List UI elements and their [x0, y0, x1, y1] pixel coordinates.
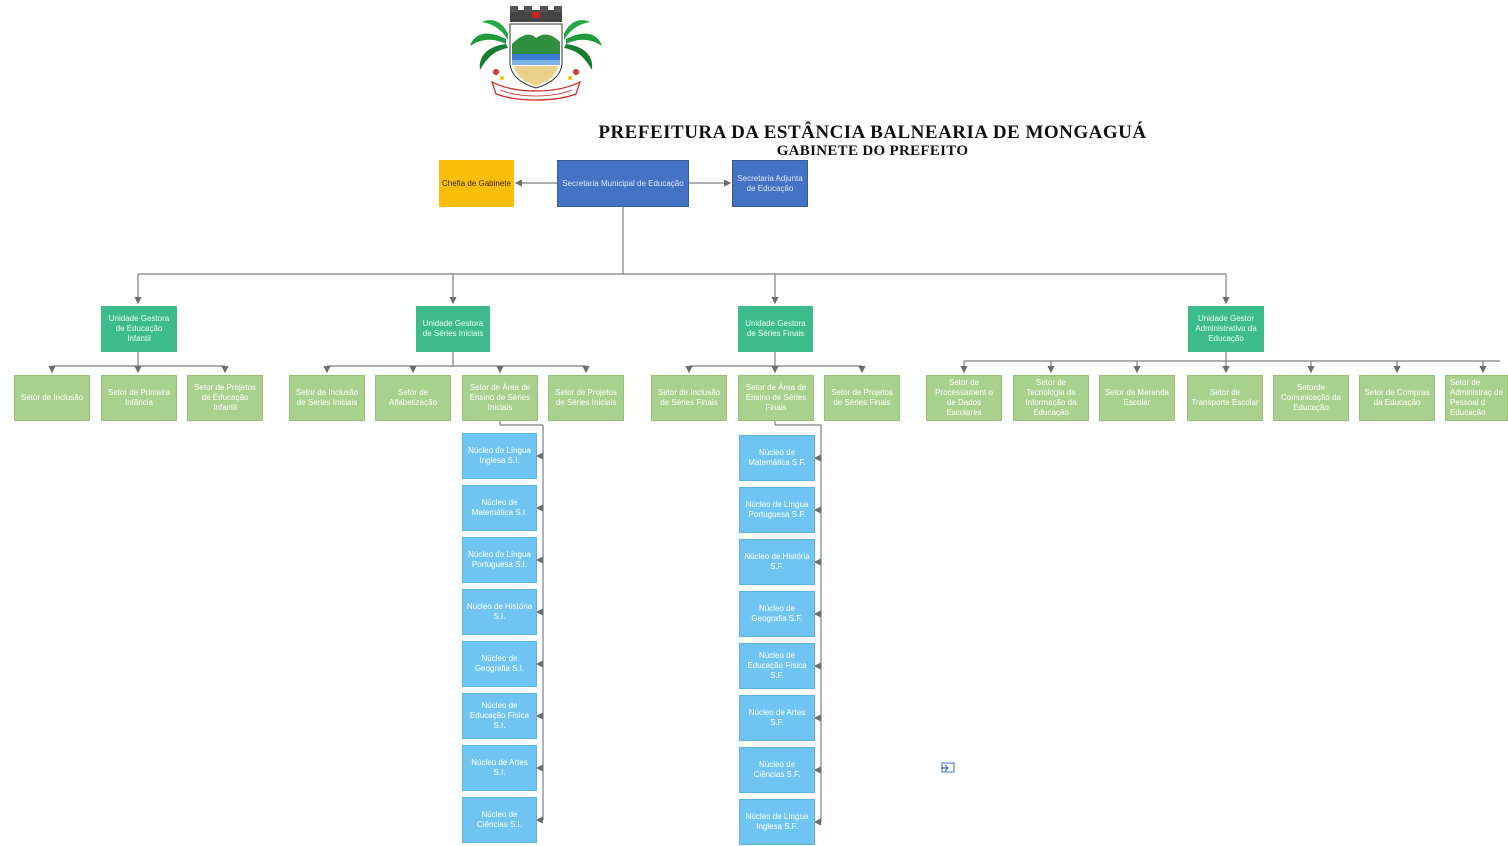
nucleo-label: Núcleo de Educação Física S.I. — [469, 701, 530, 730]
anchor-marker-icon — [941, 762, 955, 773]
sector-label: Setor da Merenda Escolar — [1104, 388, 1170, 407]
unit-label: Unidade Gestor Administrativa da Educaçã… — [1195, 314, 1257, 343]
page-title: PREFEITURA DA ESTÂNCIA BALNEARIA DE MONG… — [598, 122, 1147, 143]
nucleo-label: Núcleo de Língua Inglesa S.F. — [745, 812, 809, 831]
unit-label: Unidade Gestora de Séries Iniciais — [422, 319, 484, 338]
adjunta-label: Secretaria Adjunta de Educação — [737, 173, 803, 193]
setor-area-ensino-sf-box: Setor de Área de Ensino de Séries Finais — [738, 375, 814, 421]
nucleo-sf-box: Núcleo de Língua Inglesa S.F. — [739, 799, 815, 845]
nucleo-sf-box: Núcleo de Matemática S.F. — [739, 435, 815, 481]
secretaria-adjunta-box: Secretaria Adjunta de Educação — [732, 160, 808, 207]
nucleo-si-box: Núcleo de Língua Portuguesa S.I. — [462, 537, 537, 583]
setor-processamento-box: Setor de Processament o de Dados Escolar… — [926, 375, 1002, 421]
setor-tecnologia-box: Setor de Tecnologia da Informação da Edu… — [1013, 375, 1089, 421]
setor-merenda-box: Setor da Merenda Escolar — [1099, 375, 1175, 421]
setor-inclusao-sf-box: Setor de Inclusão de Séries Finais — [651, 375, 727, 421]
setor-compras-box: Setor de Compras da Educação — [1359, 375, 1435, 421]
sector-label: Setor de Projetos de Séries Iniciais — [555, 388, 617, 407]
nucleo-label: Núcleo de Geografia S.F. — [751, 604, 803, 623]
setor-primeira-infancia-box: Setor de Primeira Infância — [101, 375, 177, 421]
nucleo-label: Núcleo de Língua Inglesa S.I. — [468, 446, 531, 465]
chefia-label: Chefia de Gabinete — [442, 178, 511, 188]
secretaria-municipal-box: Secretaria Municipal de Educação — [557, 160, 689, 207]
sector-label: Setor de Primeira Infância — [107, 388, 171, 407]
sector-label: Setor de Processament o de Dados Escolar… — [935, 378, 993, 417]
nucleo-sf-box: Núcleo de Artes S.F. — [739, 695, 815, 741]
nucleo-si-box: Núcleo de Educação Física S.I. — [462, 693, 537, 739]
nucleo-label: Núcleo de Matemática S.F. — [748, 448, 806, 467]
municipal-seal-logo — [470, 6, 602, 101]
nucleo-label: Núcleo de História S.I. — [466, 602, 533, 621]
sector-label: Setorde Comunicação da Educação — [1280, 383, 1342, 412]
unidade-educacao-infantil-box: Unidade Gestora de Educação Infantil — [101, 306, 177, 352]
nucleo-si-box: Núcleo de Ciências S.I. — [462, 797, 537, 843]
nucleo-label: Núcleo de Geografia S.I. — [474, 654, 525, 673]
sector-label: Setor de Alfabetização — [388, 388, 438, 407]
setor-transporte-box: Setor de Transporte Escolar — [1187, 375, 1263, 421]
sector-label: Setor de Área de Ensino de Séries Finais — [745, 383, 807, 412]
setor-area-ensino-si-box: Setor de Área de Ensino de Séries Inicia… — [462, 375, 538, 421]
sector-label: Setor de Tecnologia da Informação da Edu… — [1025, 378, 1077, 417]
sector-label: Setor de Administraç de Pessoal d Educaç… — [1450, 378, 1503, 417]
nucleo-label: Núcleo de Educação Física S.F. — [747, 651, 807, 680]
nucleo-sf-box: Núcleo de Língua Portuguesa S.F. — [739, 487, 815, 533]
sector-label: Setor de Projetos de Séries Finais — [831, 388, 893, 407]
nucleo-si-box: Núcleo de Geografia S.I. — [462, 641, 537, 687]
sector-label: Setor de Área de Ensino de Séries Inicia… — [469, 383, 531, 412]
nucleo-label: Núcleo de Língua Portuguesa S.F. — [745, 500, 809, 519]
nucleo-si-box: Núcleo de Língua Inglesa S.I. — [462, 433, 537, 479]
nucleo-label: Núcleo de História S.F. — [744, 552, 810, 571]
nucleo-sf-box: Núcleo de História S.F. — [739, 539, 815, 585]
unidade-series-finais-box: Unidade Gestora de Séries Finais — [738, 306, 813, 352]
setor-comunicacao-box: Setorde Comunicação da Educação — [1273, 375, 1349, 421]
unit-label: Unidade Gestora de Séries Finais — [745, 319, 806, 338]
setor-administracao-pessoal-box: Setor de Administraç de Pessoal d Educaç… — [1445, 375, 1508, 421]
nucleo-si-box: Núcleo de Artes S.I. — [462, 745, 537, 791]
nucleo-label: Núcleo de Ciências S.I. — [477, 810, 522, 829]
setor-inclusao-si-box: Setor de Inclusão de Séries Iniciais — [289, 375, 365, 421]
unidade-administrativa-box: Unidade Gestor Administrativa da Educaçã… — [1188, 306, 1264, 352]
nucleo-label: Núcleo de Artes S.F. — [748, 708, 806, 727]
setor-projetos-sf-box: Setor de Projetos de Séries Finais — [824, 375, 900, 421]
nucleo-sf-box: Núcleo de Geografia S.F. — [739, 591, 815, 637]
sector-label: Setor de Compras da Educação — [1364, 388, 1430, 407]
nucleo-si-box: Núcleo de Matemática S.I. — [462, 485, 537, 531]
nucleo-label: Núcleo de Língua Portuguesa S.I. — [468, 550, 531, 569]
sector-label: Setor de Inclusão — [20, 393, 84, 402]
chefia-de-gabinete-box: Chefia de Gabinete — [439, 160, 514, 207]
setor-projetos-si-box: Setor de Projetos de Séries Iniciais — [548, 375, 624, 421]
setor-projetos-infantil-box: Setor de Projetos de Educação Infantil — [187, 375, 263, 421]
nucleo-label: Núcleo de Artes S.I. — [471, 758, 528, 777]
nucleo-sf-box: Núcleo de Ciências S.F. — [739, 747, 815, 793]
setor-alfabetizacao-box: Setor de Alfabetização — [375, 375, 451, 421]
nucleo-sf-box: Núcleo de Educação Física S.F. — [739, 643, 815, 689]
nucleo-label: Núcleo de Matemática S.I. — [471, 498, 528, 517]
unit-label: Unidade Gestora de Educação Infantil — [108, 314, 170, 343]
nucleo-label: Núcleo de Ciências S.F. — [753, 760, 801, 779]
sector-label: Setor de Projetos de Educação Infantil — [194, 383, 256, 412]
setor-inclusao-box: Setor de Inclusão — [14, 375, 90, 421]
sector-label: Setor de Transporte Escolar — [1191, 388, 1259, 407]
sector-label: Setor de Inclusão de Séries Iniciais — [295, 388, 359, 407]
page-subtitle: GABINETE DO PREFEITO — [776, 143, 969, 159]
nucleo-si-box: Núcleo de História S.I. — [462, 589, 537, 635]
sector-label: Setor de Inclusão de Séries Finais — [657, 388, 721, 407]
secretaria-label: Secretaria Municipal de Educação — [562, 178, 684, 188]
unidade-series-iniciais-box: Unidade Gestora de Séries Iniciais — [416, 306, 490, 352]
